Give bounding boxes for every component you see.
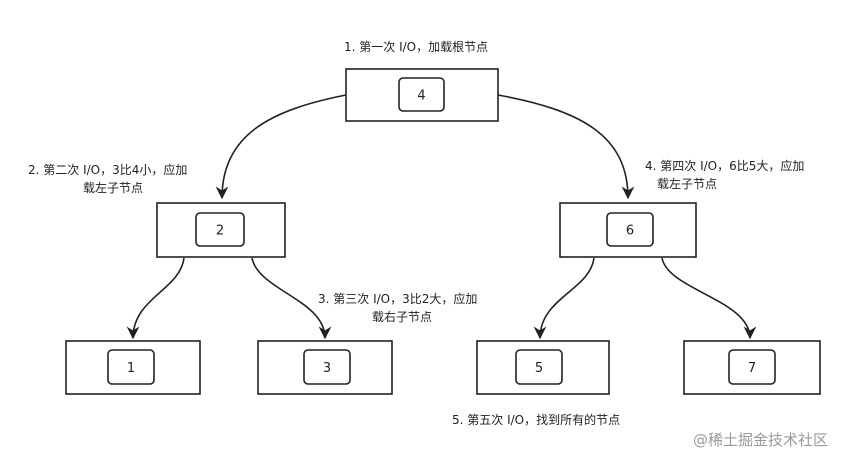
annotation-step-4: 4. 第四次 I/O，6比5大，应加 载左子节点	[645, 157, 804, 193]
annotation-step-3-line-1: 3. 第三次 I/O，3比2大，应加	[318, 292, 478, 306]
tree-node-left-right: 3	[257, 340, 393, 395]
annotation-step-2-line-1: 2. 第二次 I/O，3比4小，应加	[28, 163, 188, 177]
annotation-step-1: 1. 第一次 I/O，加载根节点	[344, 38, 488, 56]
node-key-right: 6	[626, 224, 634, 239]
tree-node-right: 6	[559, 202, 697, 258]
node-key-right-right: 7	[748, 361, 756, 376]
edge-left-to-left-right	[251, 257, 332, 340]
node-key-left-left: 1	[127, 361, 135, 376]
node-key-root: 4	[417, 89, 425, 104]
annotation-step-5-line-1: 5. 第五次 I/O，找到所有的节点	[452, 413, 621, 427]
node-key-left-right: 3	[323, 361, 331, 376]
node-key-left: 2	[216, 224, 224, 239]
edge-root-to-left	[215, 94, 347, 200]
annotation-step-4-line-2: 载左子节点	[657, 177, 718, 191]
tree-node-left: 2	[156, 202, 286, 258]
annotation-step-5: 5. 第五次 I/O，找到所有的节点	[452, 411, 620, 429]
tree-node-right-left: 5	[476, 340, 610, 395]
edge-left-to-left-left	[126, 257, 185, 340]
annotation-step-2-line-2: 载左子节点	[83, 181, 144, 195]
node-key-right-left: 5	[535, 361, 543, 376]
annotation-step-4-line-1: 4. 第四次 I/O，6比5大，应加	[645, 159, 805, 173]
site-watermark: @稀土掘金技术社区	[692, 431, 828, 449]
tree-node-left-left: 1	[65, 340, 201, 395]
annotation-step-2: 2. 第二次 I/O，3比4小，应加 载左子节点	[28, 161, 187, 197]
edge-right-to-right-right	[661, 257, 757, 340]
tree-node-root: 4	[345, 68, 499, 122]
tree-node-right-right: 7	[683, 340, 821, 395]
annotation-step-3-line-2: 载右子节点	[372, 310, 433, 324]
edge-root-to-right	[497, 94, 635, 200]
edges	[126, 94, 757, 340]
edge-right-to-right-left	[533, 257, 595, 340]
annotation-step-1-line-1: 1. 第一次 I/O，加载根节点	[344, 40, 489, 54]
annotation-step-3: 3. 第三次 I/O，3比2大，应加 载右子节点	[318, 290, 477, 326]
